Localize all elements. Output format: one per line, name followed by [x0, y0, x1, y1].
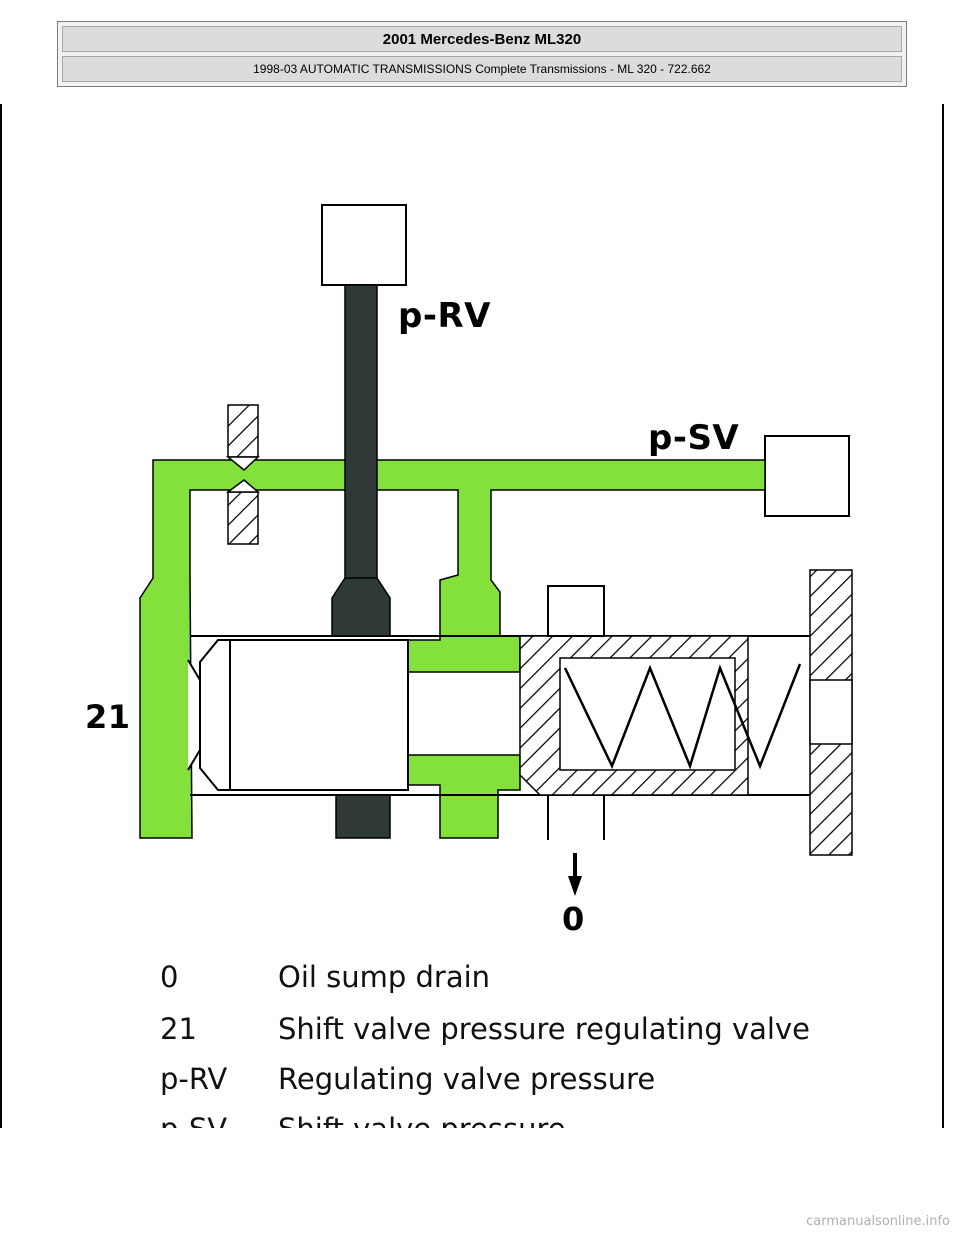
restrictor-wall [225, 404, 261, 545]
page-frame [0, 104, 944, 1128]
oil-channels [139, 459, 766, 839]
legend-text: Shift valve pressure regulating valve [278, 1012, 810, 1046]
valve-diagram [139, 204, 853, 896]
label-p-rv: p-RV [398, 296, 491, 336]
housing-port [547, 585, 605, 637]
legend-code: p-RV [160, 1062, 228, 1096]
legend-code: 21 [160, 1012, 197, 1046]
regulating-plunger [331, 284, 391, 839]
document-title: 2001 Mercedes-Benz ML320 [62, 26, 902, 52]
drain-arrow [568, 853, 582, 896]
document-subtitle: 1998-03 AUTOMATIC TRANSMISSIONS Complete… [62, 56, 902, 82]
document-header: 2001 Mercedes-Benz ML320 1998-03 AUTOMAT… [57, 21, 907, 87]
spring-housing [519, 635, 749, 796]
label-21: 21 [85, 698, 131, 736]
drain-port [547, 795, 605, 840]
legend-text: Oil sump drain [278, 960, 491, 994]
prv-source-box [321, 204, 407, 286]
label-p-sv: p-SV [648, 418, 740, 458]
psv-source-box [764, 435, 850, 517]
end-wall [809, 569, 853, 856]
page-bottom [0, 1128, 960, 1242]
legend-code: 0 [160, 960, 179, 994]
valve-spool [187, 639, 409, 791]
legend-text: Regulating valve pressure [278, 1062, 656, 1096]
label-0: 0 [562, 900, 585, 938]
spring [563, 663, 802, 770]
watermark-footer: carmanualsonline.info [806, 1214, 950, 1229]
